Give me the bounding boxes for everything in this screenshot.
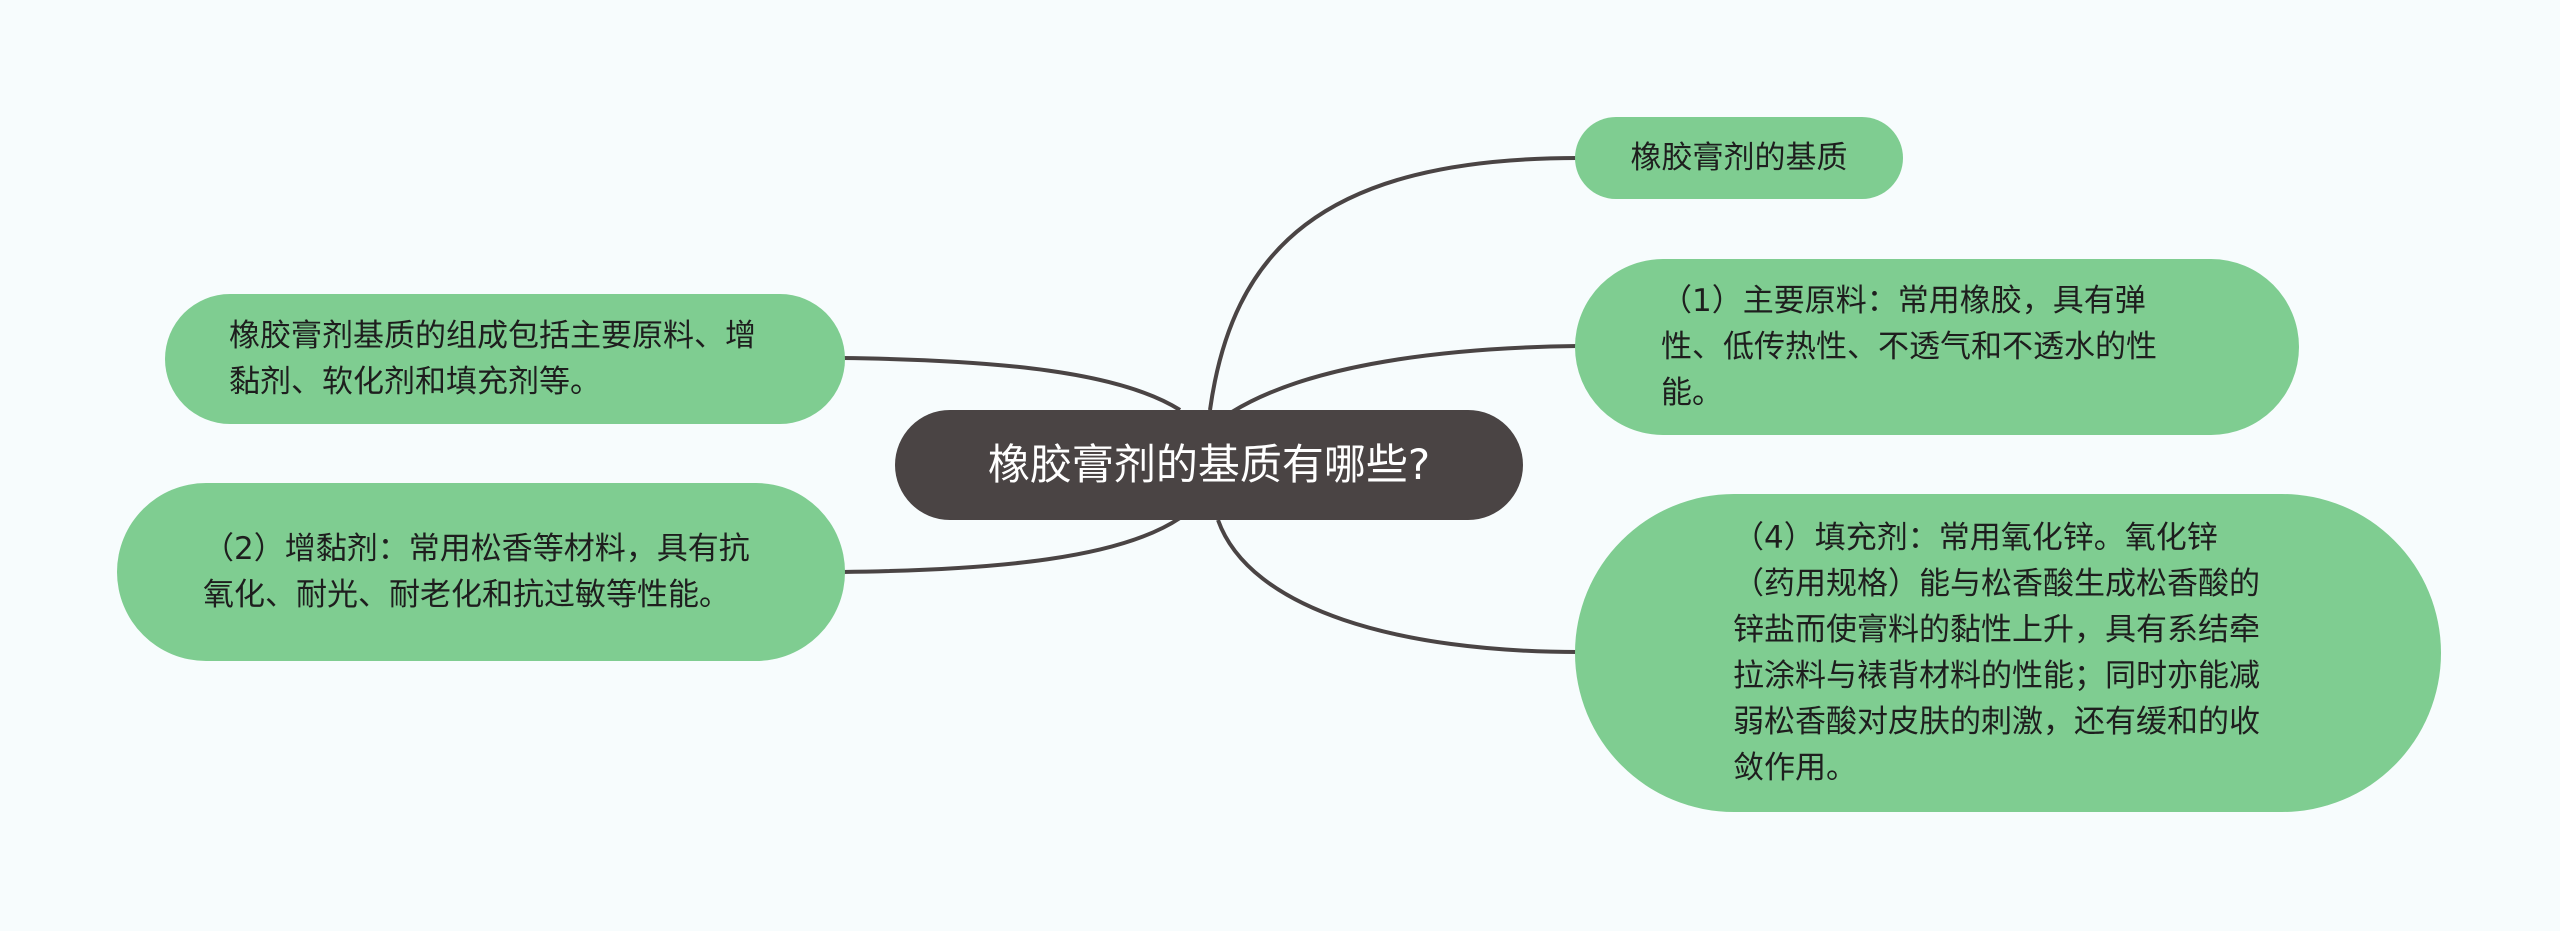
node-right-1-label: 橡胶膏剂的基质 xyxy=(1630,140,1848,176)
node-left-1[interactable]: 橡胶膏剂基质的组成包括主要原料、增黏剂、软化剂和填充剂等。 xyxy=(165,294,845,424)
connector-left-1 xyxy=(841,356,1182,412)
central-topic[interactable]: 橡胶膏剂的基质有哪些? xyxy=(895,410,1523,520)
connector-left-2 xyxy=(841,516,1182,574)
node-right-2-label: （1）主要原料：常用橡胶，具有弹性、低传热性、不透气和不透水的性能。 xyxy=(1661,283,2157,411)
connector-right-1 xyxy=(1208,156,1579,411)
node-right-3[interactable]: （4）填充剂：常用氧化锌。氧化锌（药用规格）能与松香酸生成松香酸的锌盐而使膏料的… xyxy=(1575,494,2441,812)
central-topic-label: 橡胶膏剂的基质有哪些? xyxy=(987,440,1431,489)
node-left-1-label: 橡胶膏剂基质的组成包括主要原料、增黏剂、软化剂和填充剂等。 xyxy=(229,318,756,400)
node-right-1[interactable]: 橡胶膏剂的基质 xyxy=(1575,117,1903,199)
connector-right-2 xyxy=(1230,344,1579,414)
node-right-2[interactable]: （1）主要原料：常用橡胶，具有弹性、低传热性、不透气和不透水的性能。 xyxy=(1575,259,2299,435)
connector-right-3 xyxy=(1216,519,1579,654)
node-right-3-label: （4）填充剂：常用氧化锌。氧化锌（药用规格）能与松香酸生成松香酸的锌盐而使膏料的… xyxy=(1733,520,2260,786)
node-left-2[interactable]: （2）增黏剂：常用松香等材料，具有抗氧化、耐光、耐老化和抗过敏等性能。 xyxy=(117,483,845,661)
node-left-2-label: （2）增黏剂：常用松香等材料，具有抗氧化、耐光、耐老化和抗过敏等性能。 xyxy=(203,531,750,613)
